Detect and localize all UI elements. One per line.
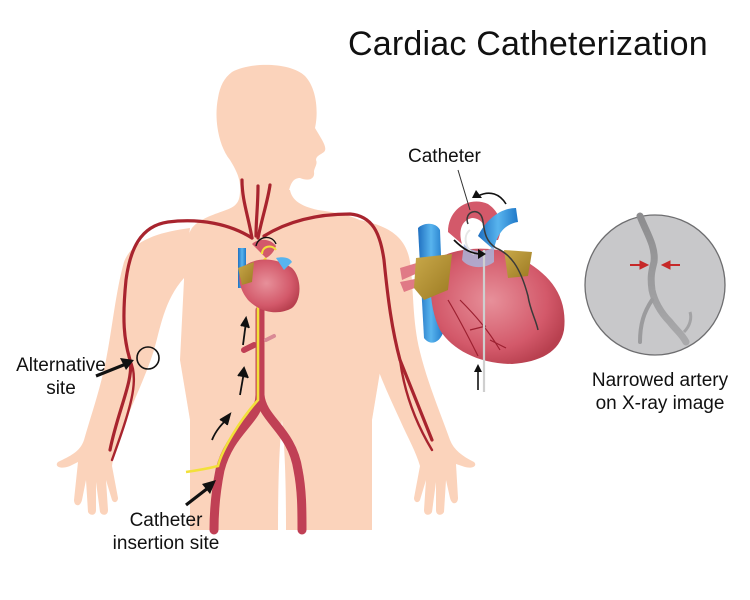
alternative-site-label: Alternative site bbox=[6, 355, 116, 401]
insertion-site-label: Catheter insertion site bbox=[102, 510, 230, 556]
flow-arrows bbox=[211, 315, 250, 441]
xray-image bbox=[584, 212, 726, 356]
xray-caption: Narrowed artery on X-ray image bbox=[575, 370, 745, 416]
leg-gap bbox=[278, 420, 286, 530]
xray-caption-line1: Narrowed artery bbox=[591, 370, 729, 391]
alternative-site-line2: site bbox=[46, 377, 76, 399]
page-title: Cardiac Catheterization bbox=[348, 25, 708, 63]
human-body-silhouette bbox=[56, 64, 476, 530]
catheter-label: Catheter bbox=[408, 146, 481, 167]
alternative-site-line1: Alternative bbox=[16, 355, 106, 376]
insertion-site-line1: Catheter bbox=[129, 510, 203, 531]
insertion-site-line2: insertion site bbox=[112, 532, 220, 554]
small-heart bbox=[238, 236, 300, 313]
narrowing-arrows-icon bbox=[630, 260, 680, 270]
alternative-site-arrow bbox=[95, 358, 134, 378]
arteries bbox=[108, 178, 434, 462]
xray-caption-line2: on X-ray image bbox=[595, 392, 725, 414]
insertion-site-arrow bbox=[185, 480, 216, 507]
large-heart-illustration bbox=[400, 169, 565, 392]
alternative-site-marker bbox=[136, 346, 160, 370]
descending-aorta bbox=[209, 305, 307, 535]
